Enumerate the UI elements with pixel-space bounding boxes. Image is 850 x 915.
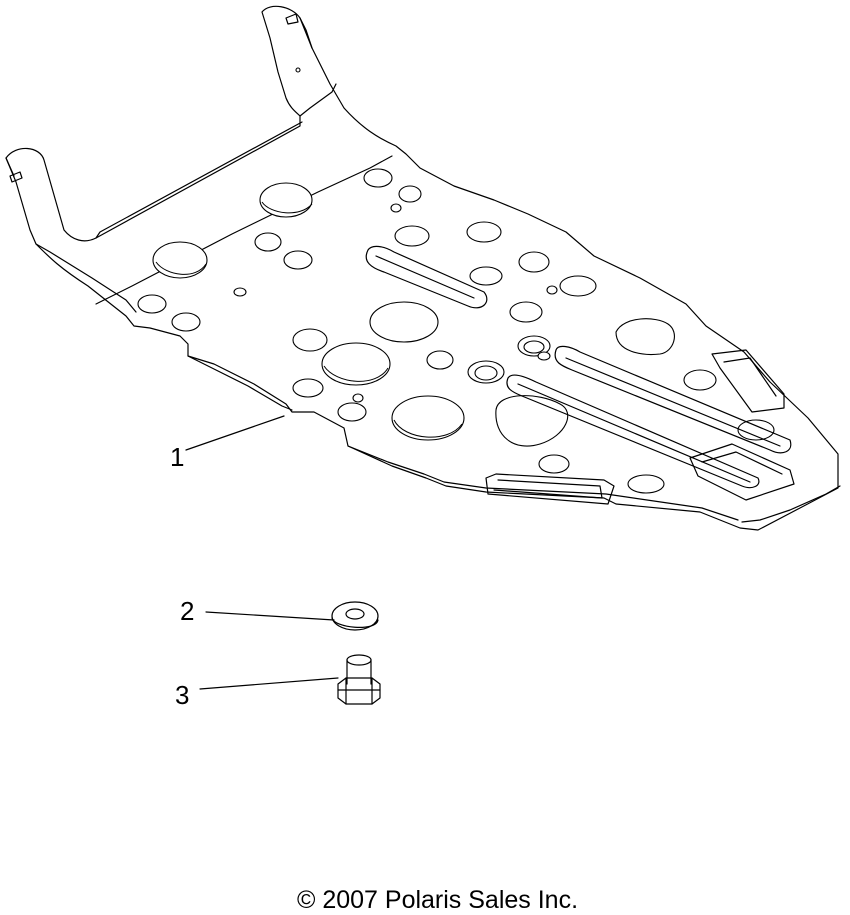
plate-holes <box>137 168 775 494</box>
callout-1: 1 <box>170 442 184 472</box>
skid-plate <box>5 5 841 531</box>
callout-3: 3 <box>175 680 189 710</box>
hex-bolt <box>337 654 381 705</box>
copyright-notice: © 2007 Polaris Sales Inc. <box>0 885 850 915</box>
plate-slots <box>365 245 795 505</box>
leader-lines <box>185 415 339 690</box>
washer <box>331 601 379 631</box>
copyright-symbol: © <box>296 886 316 914</box>
copyright-text: 2007 Polaris Sales Inc. <box>322 886 579 914</box>
callout-2: 2 <box>180 596 194 626</box>
